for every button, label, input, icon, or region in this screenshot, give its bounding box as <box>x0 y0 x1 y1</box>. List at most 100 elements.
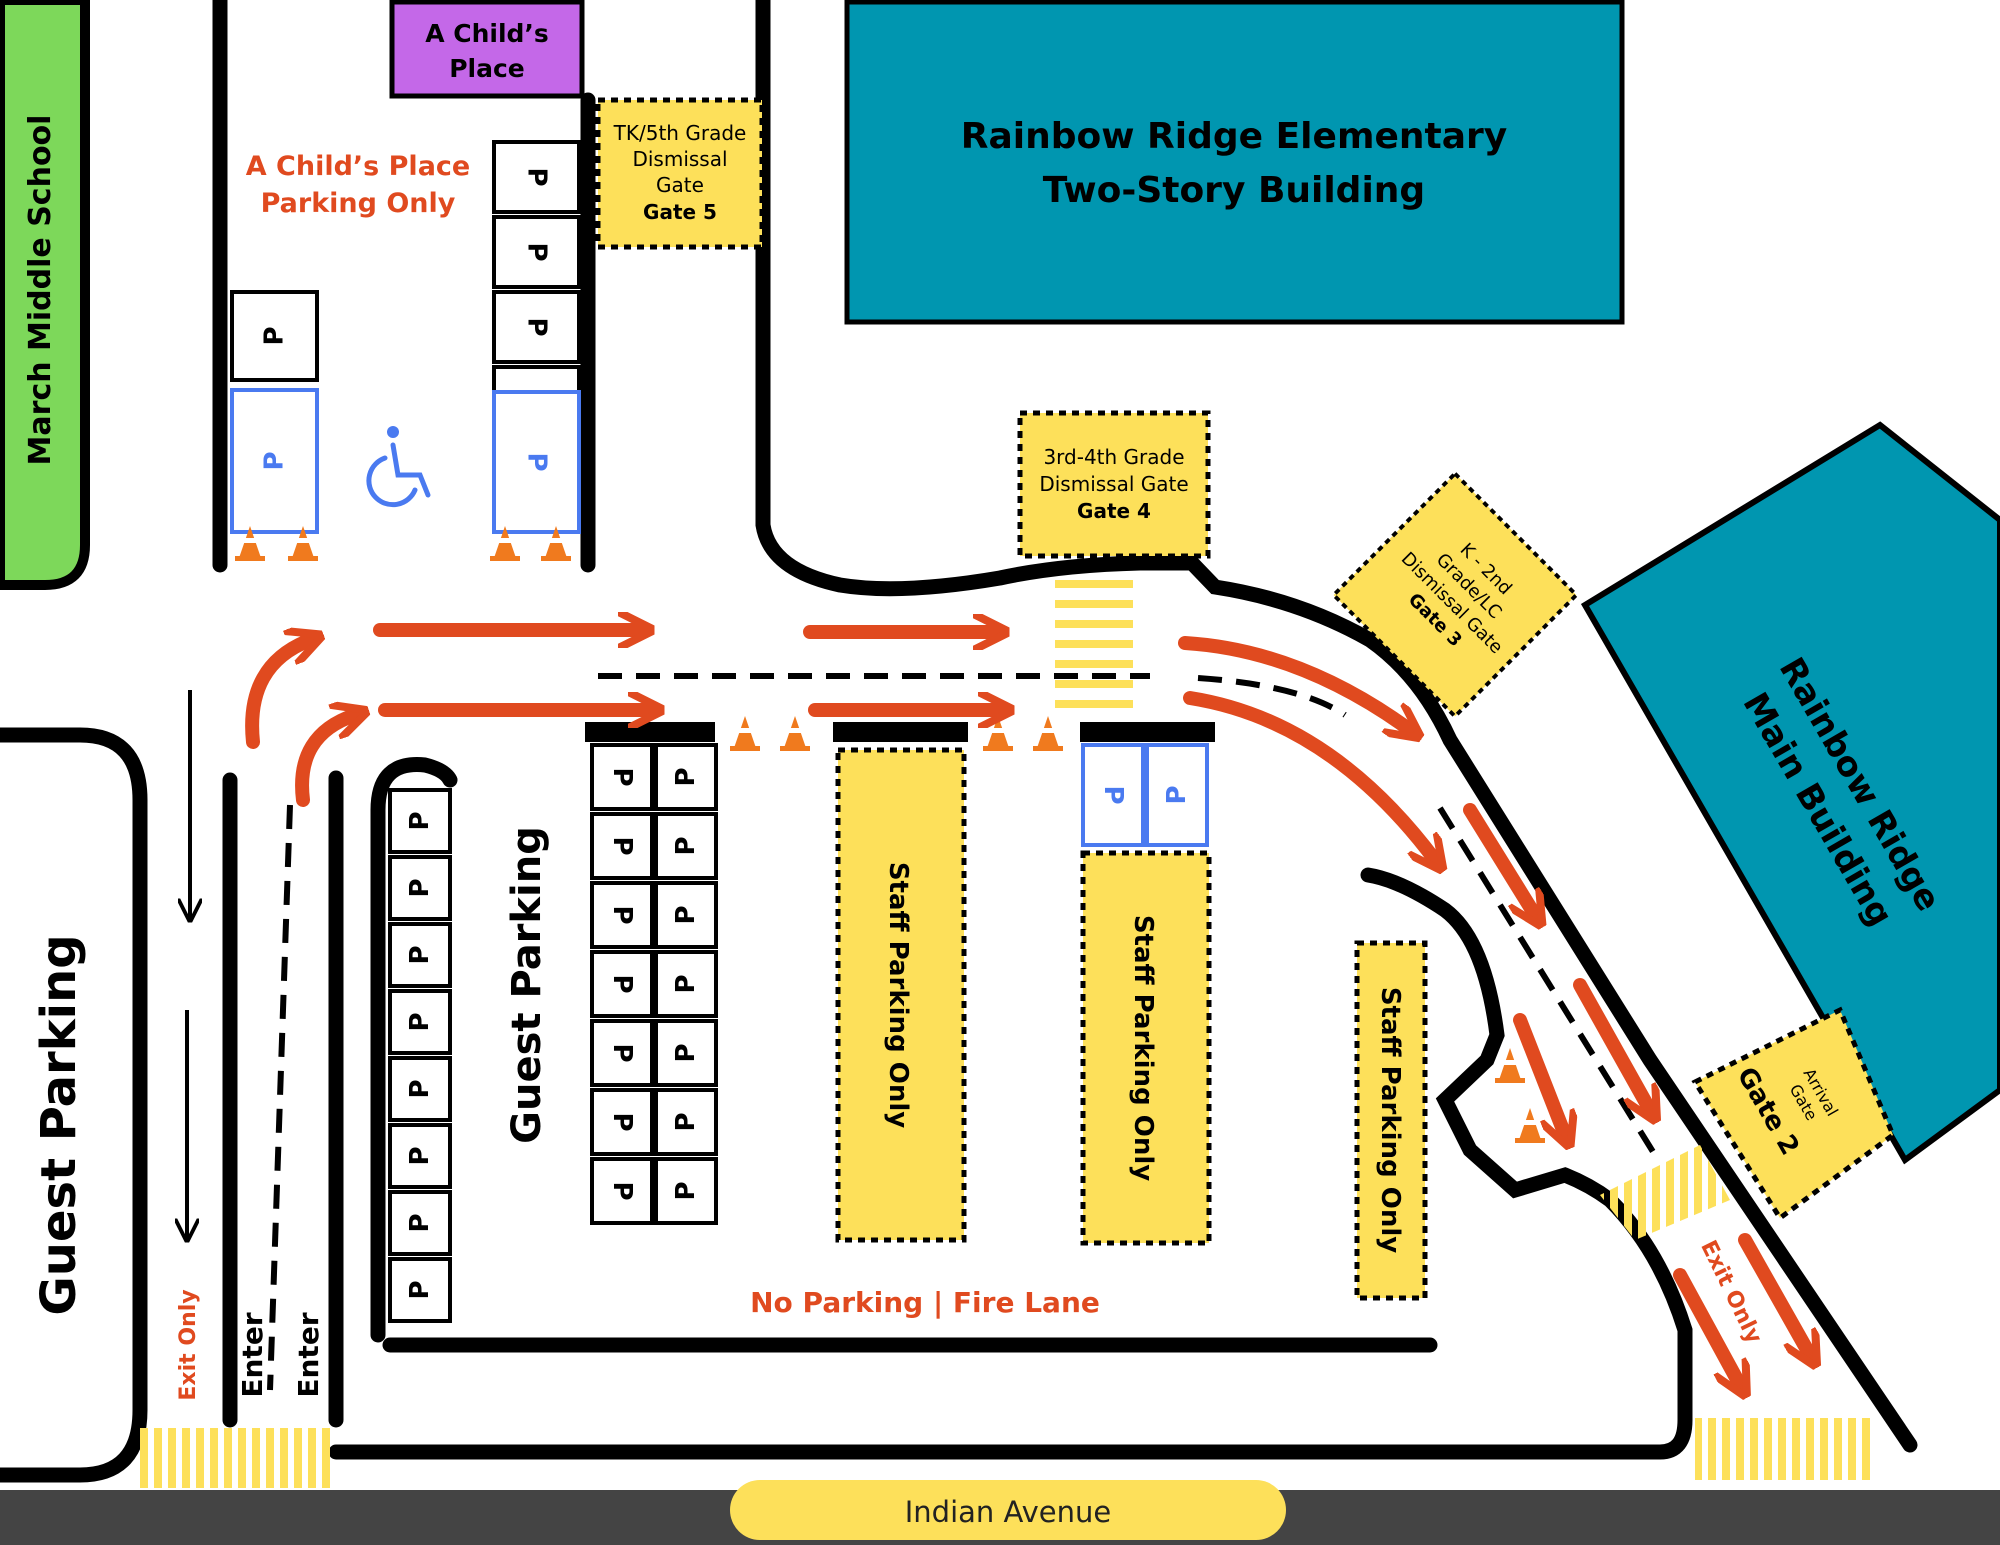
accessible-parking-stall: P <box>1081 743 1145 847</box>
parking-symbol: P <box>671 1043 701 1062</box>
enter-label-2: Enter <box>292 1312 325 1397</box>
parking-symbol: P <box>522 452 552 471</box>
two-story-building-label-line1: Rainbow Ridge Elementary <box>961 116 1507 157</box>
parking-symbol: P <box>1098 785 1128 804</box>
gate5-line3: Gate <box>656 173 704 197</box>
parking-stall: P <box>654 812 718 880</box>
fire-lane-label: No Parking | Fire Lane <box>750 1286 1100 1319</box>
flow-arrows <box>245 630 1810 1385</box>
traffic-cone-icon <box>1033 716 1063 751</box>
parking-symbol: P <box>405 1012 435 1031</box>
crosswalk-gate4 <box>1055 580 1133 720</box>
parking-symbol: P <box>405 1213 435 1232</box>
parking-stall: P <box>590 881 654 949</box>
traffic-cone-icon <box>235 526 265 561</box>
gate4-line2: Dismissal Gate <box>1039 472 1188 496</box>
parking-stall: P <box>388 1257 452 1323</box>
parking-stall: P <box>590 950 654 1018</box>
parking-stall: P <box>388 1123 452 1189</box>
parking-stall: P <box>388 989 452 1055</box>
traffic-cone-icon <box>541 526 571 561</box>
parking-stall: P <box>654 1019 718 1087</box>
street-name-pill <box>730 1480 1286 1540</box>
gate3: K - 2nd Grade/LC Dismissal Gate Gate 3 <box>1330 470 1580 720</box>
parking-stall: P <box>590 1157 654 1225</box>
parking-stall: P <box>230 290 319 382</box>
parking-symbol: P <box>260 451 290 470</box>
traffic-cone-icon <box>1515 1108 1545 1143</box>
parking-symbol: P <box>405 1280 435 1299</box>
gate5-line1: TK/5th Grade <box>613 121 747 145</box>
parking-symbol: P <box>522 317 552 336</box>
parking-symbol: P <box>607 836 637 855</box>
street-name: Indian Avenue <box>905 1495 1112 1529</box>
parking-stall: P <box>654 1157 718 1225</box>
guest-parking-left-label: Guest Parking <box>31 934 87 1315</box>
staff-parking-3: Staff Parking Only <box>1354 940 1428 1301</box>
parking-stall: P <box>388 855 452 921</box>
parking-symbol: P <box>607 1181 637 1200</box>
enter-label-1: Enter <box>236 1312 269 1397</box>
two-story-building-label-line2: Two-Story Building <box>1043 170 1425 211</box>
parking-symbol: P <box>260 326 290 345</box>
exit-only-left-label: Exit Only <box>176 1289 201 1400</box>
parking-symbol: P <box>671 974 701 993</box>
gate2: Arrival Gate Gate 2 <box>1691 1006 1897 1222</box>
parking-symbol: P <box>405 811 435 830</box>
gate5-line2: Dismissal <box>632 147 727 171</box>
gate4-line1: 3rd-4th Grade <box>1043 445 1184 469</box>
parking-stall: P <box>388 922 452 988</box>
parking-symbol: P <box>522 167 552 186</box>
childs-parking-label-line1: A Child’s Place <box>246 151 470 182</box>
traffic-cone-icon <box>983 716 1013 751</box>
childs-parking-label-line2: Parking Only <box>261 188 456 219</box>
main-building <box>1580 421 2000 1165</box>
parking-symbol: P <box>405 1146 435 1165</box>
parking-stall: P <box>654 1088 718 1156</box>
traffic-cone-icon <box>730 716 760 751</box>
parking-symbol: P <box>1162 785 1192 804</box>
guest-parking-center-label: Guest Parking <box>504 826 550 1144</box>
parking-stall: P <box>654 950 718 1018</box>
crosswalks <box>138 580 1875 1488</box>
staff-parking-2: Staff Parking Only <box>1080 850 1212 1246</box>
parking-symbol: P <box>405 1079 435 1098</box>
parking-stall: P <box>590 1019 654 1087</box>
parking-stall: P <box>388 1190 452 1256</box>
parking-symbol: P <box>607 905 637 924</box>
parking-symbol: P <box>671 1112 701 1131</box>
gate4: 3rd-4th Grade Dismissal Gate Gate 4 <box>1017 410 1211 559</box>
parking-symbol: P <box>671 905 701 924</box>
crosswalk-gate2 <box>1600 1145 1730 1240</box>
parking-stall: P <box>590 743 654 811</box>
parking-stall: P <box>492 215 581 289</box>
march-middle-school-label: March Middle School <box>23 115 58 466</box>
staff-parking-3-label: Staff Parking Only <box>1375 987 1405 1253</box>
parking-symbol: P <box>607 767 637 786</box>
parking-stall: P <box>654 743 718 811</box>
parking-stall: P <box>492 290 581 364</box>
parking-symbol: P <box>607 974 637 993</box>
gate5: TK/5th Grade Dismissal Gate Gate 5 <box>595 97 765 250</box>
parking-symbol: P <box>405 945 435 964</box>
childs-place-label-line2: Place <box>449 54 525 83</box>
parking-symbol: P <box>671 836 701 855</box>
parking-stall: P <box>654 881 718 949</box>
parking-symbol: P <box>607 1043 637 1062</box>
accessible-parking-stall: P <box>492 390 581 534</box>
childs-place-building <box>389 0 585 99</box>
childs-place-label-line1: A Child’s <box>425 19 549 48</box>
exit-direction-arrows <box>187 690 190 1240</box>
traffic-cone-icon <box>1495 1048 1525 1083</box>
staff-parking-2-label: Staff Parking Only <box>1128 915 1158 1181</box>
gate5-name: Gate 5 <box>643 200 717 224</box>
accessible-parking-stall: P <box>1145 743 1209 847</box>
parking-symbol: P <box>607 1112 637 1131</box>
parking-stall: P <box>590 1088 654 1156</box>
accessible-parking-stall: P <box>230 388 319 534</box>
wheelchair-icon <box>366 426 431 508</box>
traffic-cone-icon <box>490 526 520 561</box>
staff-parking-1: Staff Parking Only <box>835 747 967 1243</box>
traffic-cone-icon <box>288 526 318 561</box>
